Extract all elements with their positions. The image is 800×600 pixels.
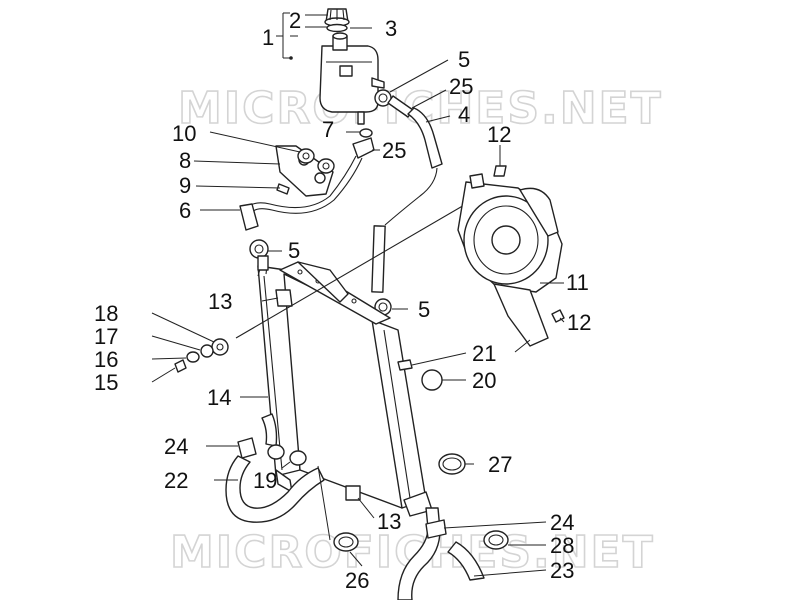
label-25-hose: 25 xyxy=(449,74,473,99)
hose-end-6 xyxy=(239,203,259,231)
label-2: 2 xyxy=(289,8,301,33)
radiator-clip-top xyxy=(275,289,293,307)
radiator xyxy=(257,255,433,517)
part-numbers: 1 2 3 5 25 4 10 7 25 12 8 9 6 5 11 13 5 … xyxy=(94,8,591,593)
hose-clamp-small xyxy=(359,128,373,138)
label-28: 28 xyxy=(550,533,574,558)
rubber-mount xyxy=(297,148,335,174)
label-6: 6 xyxy=(179,198,191,223)
cap-seal-ring xyxy=(326,23,348,33)
label-1: 1 xyxy=(262,25,274,50)
cooling-fan xyxy=(457,173,563,347)
label-8: 8 xyxy=(179,148,191,173)
label-15: 15 xyxy=(94,370,118,395)
screw-15 xyxy=(174,359,187,373)
label-5-right: 5 xyxy=(418,297,430,322)
expansion-tank xyxy=(319,32,385,125)
label-9: 9 xyxy=(179,173,191,198)
hose-clamp-24-left xyxy=(237,437,257,459)
label-10: 10 xyxy=(172,121,196,146)
hose-clamp-24-right xyxy=(425,519,447,539)
tank-hose xyxy=(387,95,443,169)
label-16: 16 xyxy=(94,347,118,372)
washer-16 xyxy=(186,351,200,363)
radiator-clip-bottom xyxy=(345,485,361,501)
bushing-17 xyxy=(200,344,214,358)
label-7: 7 xyxy=(322,117,334,142)
label-19: 19 xyxy=(253,468,277,493)
leader-lines xyxy=(151,14,565,577)
label-14: 14 xyxy=(207,385,231,410)
rubber-grommet-19 xyxy=(267,444,307,466)
label-24-right: 24 xyxy=(550,510,574,535)
label-12-bottom: 12 xyxy=(567,310,591,335)
watermark-top: MICROFICHES.NET xyxy=(178,83,663,134)
label-5-left: 5 xyxy=(288,238,300,263)
screw-21 xyxy=(397,359,413,371)
label-24-left: 24 xyxy=(164,434,188,459)
label-23: 23 xyxy=(550,558,574,583)
plug-20 xyxy=(421,369,443,391)
label-17: 17 xyxy=(94,324,118,349)
label-4: 4 xyxy=(458,102,470,127)
hose-clamp-27 xyxy=(438,453,466,475)
label-25-connector: 25 xyxy=(382,138,406,163)
spacer-18 xyxy=(211,338,229,356)
label-18: 18 xyxy=(94,301,118,326)
label-13-top: 13 xyxy=(208,289,232,314)
label-5-tank: 5 xyxy=(458,47,470,72)
label-11: 11 xyxy=(566,270,589,295)
small-hose-connector xyxy=(352,137,375,159)
overflow-pipe xyxy=(371,167,438,293)
label-26: 26 xyxy=(345,568,369,593)
label-12-top: 12 xyxy=(487,122,511,147)
hose-clamp-26 xyxy=(333,532,359,552)
label-27: 27 xyxy=(488,452,512,477)
hose-clamp-28 xyxy=(483,530,509,550)
fan-screw-top xyxy=(493,165,507,177)
bracket-screw xyxy=(276,183,290,195)
label-21: 21 xyxy=(472,341,496,366)
watermark-bottom: MICROFICHES.NET xyxy=(170,527,655,578)
label-13-bottom: 13 xyxy=(377,509,401,534)
label-3: 3 xyxy=(385,16,397,41)
expansion-tank-cap xyxy=(324,8,350,27)
label-22: 22 xyxy=(164,468,188,493)
label-20: 20 xyxy=(472,368,496,393)
